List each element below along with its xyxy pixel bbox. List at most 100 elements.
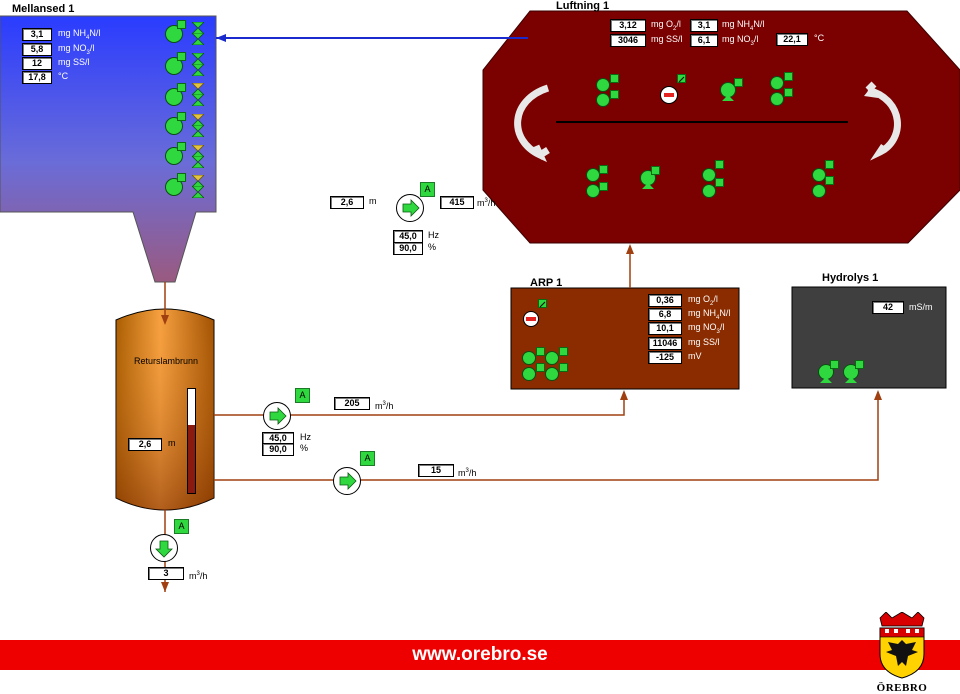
arp-no3-value: 10,1 xyxy=(648,322,682,335)
top-hz-unit: Hz xyxy=(428,230,439,240)
status-indicator-icon xyxy=(715,178,724,187)
arp-o2-value: 0,36 xyxy=(648,294,682,307)
auto-mode-button[interactable]: A xyxy=(360,451,375,466)
luftning-nh4-unit: mg NH4N/l xyxy=(722,19,765,32)
valve-icon[interactable] xyxy=(192,94,204,106)
valve-icon[interactable] xyxy=(192,53,204,65)
status-indicator-icon xyxy=(677,74,686,83)
luftning-nh4-value: 3,1 xyxy=(690,19,718,32)
mixer-icon[interactable] xyxy=(702,168,716,182)
mixer-icon[interactable] xyxy=(596,93,610,107)
mellansed-no3-value: 5,8 xyxy=(22,43,52,56)
auto-mode-button[interactable]: A xyxy=(174,519,189,534)
mixer-icon[interactable] xyxy=(522,367,536,381)
auto-mode-button[interactable]: A xyxy=(295,388,310,403)
valve-icon[interactable] xyxy=(192,186,204,198)
retur-level-value: 2,6 xyxy=(128,438,162,451)
valve-icon[interactable] xyxy=(192,64,204,76)
top-pct-unit: % xyxy=(428,242,437,252)
status-indicator-icon xyxy=(177,83,186,92)
retur-level-gauge xyxy=(187,388,196,494)
retur-hz-unit: Hz xyxy=(300,432,311,442)
status-indicator-icon xyxy=(651,166,660,175)
arp-ss-unit: mg SS/l xyxy=(688,337,720,347)
mixer-icon[interactable] xyxy=(586,184,600,198)
status-indicator-icon xyxy=(610,74,619,83)
mixer-icon[interactable] xyxy=(545,351,559,365)
valve-icon[interactable] xyxy=(192,114,204,126)
mixer-icon[interactable] xyxy=(586,168,600,182)
scraper-icon[interactable] xyxy=(165,147,183,165)
hydrolys-title: Hydrolys 1 xyxy=(822,272,879,284)
retur-pct-unit: % xyxy=(300,443,309,453)
arp-title: ARP 1 xyxy=(530,277,563,289)
arp-redox-value: -125 xyxy=(648,351,682,364)
valve-icon[interactable] xyxy=(192,83,204,95)
diffuser-base-icon xyxy=(845,377,857,383)
luftning-ss-unit: mg SS/l xyxy=(651,34,683,44)
blower-icon[interactable] xyxy=(523,311,539,327)
valve-icon[interactable] xyxy=(192,156,204,168)
status-indicator-icon xyxy=(784,72,793,81)
status-indicator-icon xyxy=(538,299,547,308)
pump-icon[interactable] xyxy=(333,467,361,495)
top-flow-value: 415 xyxy=(440,196,474,209)
retur-level-unit: m xyxy=(168,438,176,448)
bottom-flow-value: 3 xyxy=(148,567,184,580)
retur-level-fill xyxy=(188,425,195,493)
top-level-unit: m xyxy=(369,196,377,206)
mixer-icon[interactable] xyxy=(812,184,826,198)
scraper-icon[interactable] xyxy=(165,117,183,135)
orebro-logo-text: ÖREBRO xyxy=(876,682,928,694)
pump-icon[interactable] xyxy=(263,402,291,430)
mellansed-nh4-value: 3,1 xyxy=(22,28,52,41)
excess-flow-unit: m3/h xyxy=(458,468,477,478)
valve-icon[interactable] xyxy=(192,145,204,157)
mixer-icon[interactable] xyxy=(770,76,784,90)
scraper-icon[interactable] xyxy=(165,25,183,43)
hydrolys-conductivity-value: 42 xyxy=(872,301,904,314)
hydrolys-basin xyxy=(791,286,947,389)
status-indicator-icon xyxy=(855,360,864,369)
status-indicator-icon xyxy=(715,160,724,169)
pump-icon[interactable] xyxy=(150,534,178,562)
mixer-icon[interactable] xyxy=(702,184,716,198)
mellansed-ss-unit: mg SS/l xyxy=(58,57,90,67)
mixer-icon[interactable] xyxy=(545,367,559,381)
status-indicator-icon xyxy=(177,52,186,61)
valve-icon[interactable] xyxy=(192,175,204,187)
retur-flow-value: 205 xyxy=(334,397,370,410)
bottom-flow-unit: m3/h xyxy=(189,571,208,581)
mellansed-temp-value: 17,8 xyxy=(22,71,52,84)
mixer-icon[interactable] xyxy=(770,92,784,106)
status-indicator-icon xyxy=(825,176,834,185)
arp-o2-unit: mg O2/l xyxy=(688,294,718,307)
retur-pct-value: 90,0 xyxy=(262,443,294,456)
footer-url[interactable]: www.orebro.se xyxy=(412,644,548,665)
status-indicator-icon xyxy=(177,142,186,151)
luftning-temp-value: 22,1 xyxy=(776,33,808,46)
mixer-icon[interactable] xyxy=(522,351,536,365)
auto-mode-button[interactable]: A xyxy=(420,182,435,197)
footer-bar: www.orebro.se xyxy=(0,640,960,670)
scraper-icon[interactable] xyxy=(165,178,183,196)
luftning-no3-unit: mg NO3/l xyxy=(722,34,759,47)
luftning-temp-unit: °C xyxy=(814,33,825,43)
mixer-icon[interactable] xyxy=(596,78,610,92)
mixer-icon[interactable] xyxy=(812,168,826,182)
pump-icon[interactable] xyxy=(396,194,424,222)
orebro-crest-icon xyxy=(879,612,925,679)
valve-icon[interactable] xyxy=(192,33,204,45)
luftning-ss-value: 3046 xyxy=(610,34,646,47)
diffuser-base-icon xyxy=(642,183,654,189)
luftning-o2-unit: mg O2/l xyxy=(651,19,681,32)
valve-icon[interactable] xyxy=(192,125,204,137)
status-indicator-icon xyxy=(559,347,568,356)
scraper-icon[interactable] xyxy=(165,57,183,75)
scraper-icon[interactable] xyxy=(165,88,183,106)
blower-icon[interactable] xyxy=(660,86,678,104)
arp-no3-unit: mg NO3/l xyxy=(688,322,725,335)
status-indicator-icon xyxy=(610,90,619,99)
valve-icon[interactable] xyxy=(192,22,204,34)
